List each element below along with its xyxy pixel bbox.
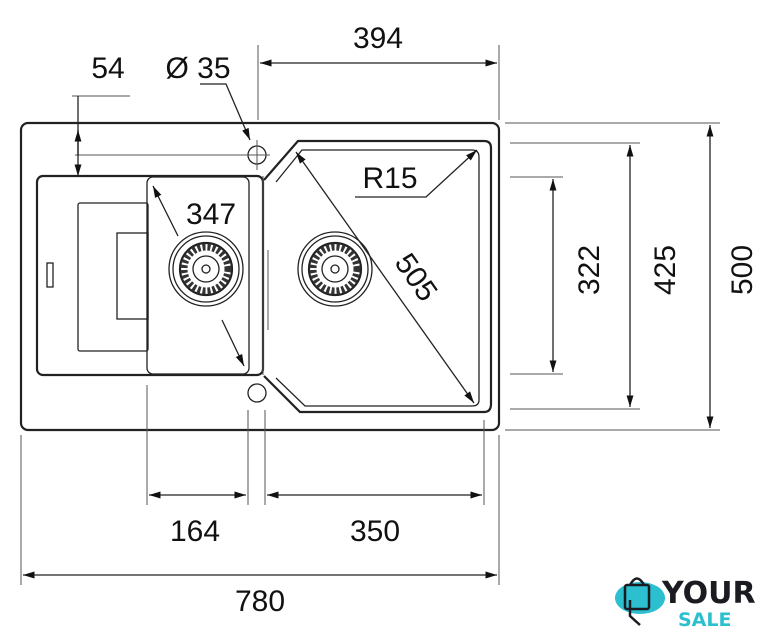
logo-sale-text: SALE: [678, 609, 731, 631]
overflow-slot: [46, 262, 54, 288]
dim-54: 54: [91, 52, 124, 85]
dim-r15: R15: [362, 162, 417, 195]
dim-505: 505: [388, 248, 444, 308]
yoursale-logo: YOUR SALE: [615, 576, 756, 631]
dim-500: 500: [726, 245, 759, 295]
dim-350: 350: [350, 515, 400, 548]
dim-425: 425: [649, 245, 682, 295]
drainer-groove-inner: [116, 232, 149, 320]
dim-164: 164: [170, 515, 220, 548]
shopping-bag-hand-icon: [615, 577, 665, 626]
sink-outline: [19, 121, 501, 432]
dim-tap-hole: Ø 35: [165, 52, 230, 85]
dim-347: 347: [186, 198, 236, 231]
dim-780: 780: [235, 585, 285, 618]
logo-your-text: YOUR: [661, 576, 756, 611]
tap-hole-secondary-icon: [247, 383, 267, 403]
drainer-groove-outer: [77, 202, 149, 352]
dim-394: 394: [353, 22, 403, 55]
drain-icon: [168, 231, 244, 307]
large-bowl: [263, 139, 493, 414]
dim-322: 322: [573, 245, 606, 295]
tap-hole-icon: [75, 140, 270, 170]
small-bowl: [146, 176, 250, 375]
